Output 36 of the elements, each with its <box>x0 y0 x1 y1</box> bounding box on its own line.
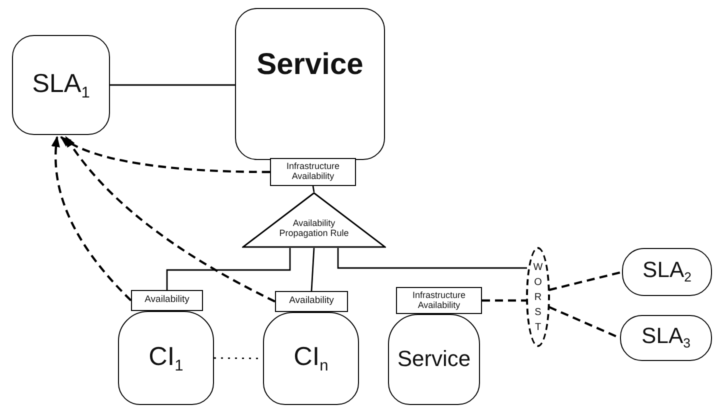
rounded-box <box>118 311 214 405</box>
node-label: SLA$_{2}$ <box>642 258 692 286</box>
triangle-shape <box>242 192 386 248</box>
label-box <box>275 291 348 312</box>
node-label: WORST <box>533 260 543 334</box>
node-label: Infrastructure Availability <box>411 290 467 310</box>
rounded-box <box>263 312 359 405</box>
node-label: SLA$_{1}$ <box>31 68 91 102</box>
label-box <box>396 287 482 314</box>
node-label: Infrastructure Availability <box>285 162 341 182</box>
connector-line <box>337 248 527 269</box>
rounded-box <box>12 35 110 135</box>
node-label: Availability <box>144 295 190 306</box>
label-box <box>270 158 356 186</box>
connector-line <box>110 84 235 86</box>
arrow <box>52 136 132 302</box>
node-label: Availability Propagation Rule <box>278 217 350 239</box>
node-label: CI$_{n}$ <box>292 342 330 375</box>
label-box <box>131 290 203 311</box>
arrow <box>60 136 270 174</box>
node-label: Availability <box>288 296 335 307</box>
rounded-box <box>620 315 712 361</box>
arrow <box>64 136 276 302</box>
connector-line <box>310 248 315 292</box>
node-label: Service <box>256 48 364 82</box>
dashed-ellipse <box>526 247 550 347</box>
rounded-box <box>388 314 480 405</box>
rounded-box <box>235 8 385 160</box>
node-label: SLA$_{3}$ <box>640 324 692 352</box>
connector-line <box>548 270 622 292</box>
node-label: CI$_{1}$ <box>148 342 184 374</box>
rounded-box <box>622 248 712 296</box>
connector-line <box>482 299 527 302</box>
connector-line <box>166 248 291 290</box>
node-label: Service <box>396 347 472 372</box>
connector-line <box>312 186 315 192</box>
